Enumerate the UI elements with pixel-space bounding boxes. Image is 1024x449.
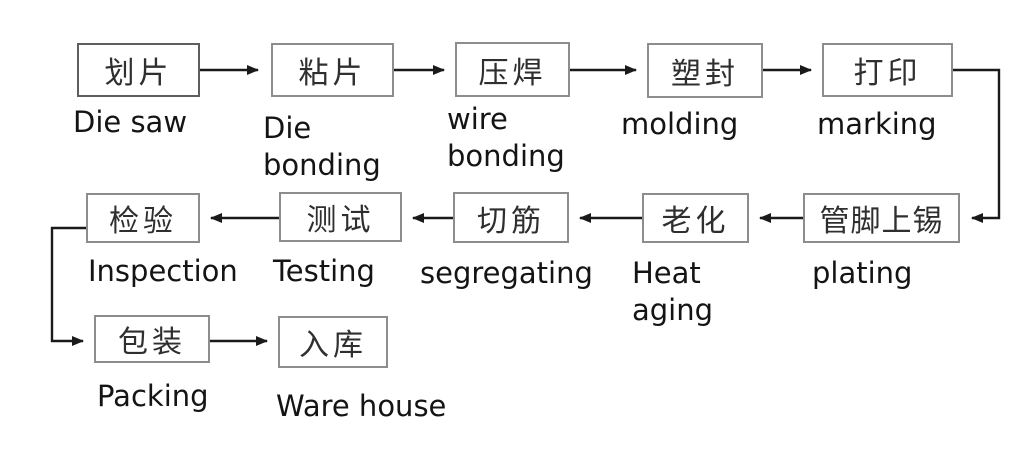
arrow-inspection-to-packing [50, 226, 86, 346]
caption-inspection: Inspection [88, 254, 238, 288]
node-packing: 包装 [94, 315, 210, 363]
caption-warehouse: Ware house [276, 389, 447, 423]
node-molding: 塑封 [647, 43, 763, 98]
node-marking: 打印 [822, 43, 953, 97]
node-segregating: 切筋 [453, 192, 569, 243]
caption-plating: plating [812, 256, 913, 290]
caption-die-bonding: Die bonding [263, 111, 381, 183]
caption-wire-bonding: wire bonding [447, 102, 565, 174]
node-warehouse: 入库 [278, 316, 388, 368]
node-plating: 管脚上锡 [803, 193, 960, 243]
caption-heat-aging: Heat aging [632, 256, 714, 328]
caption-packing: Packing [97, 379, 209, 413]
caption-molding: molding [621, 107, 739, 141]
node-die-saw: 划片 [77, 43, 200, 97]
node-heat-aging: 老化 [642, 193, 749, 243]
node-inspection: 检验 [86, 193, 200, 243]
caption-marking: marking [817, 107, 937, 141]
node-die-bonding: 粘片 [271, 43, 394, 97]
caption-testing: Testing [273, 254, 375, 288]
node-testing: 测试 [279, 192, 402, 242]
caption-die-saw: Die saw [73, 105, 188, 139]
node-wire-bonding: 压焊 [455, 42, 570, 97]
caption-segregating: segregating [420, 256, 593, 290]
